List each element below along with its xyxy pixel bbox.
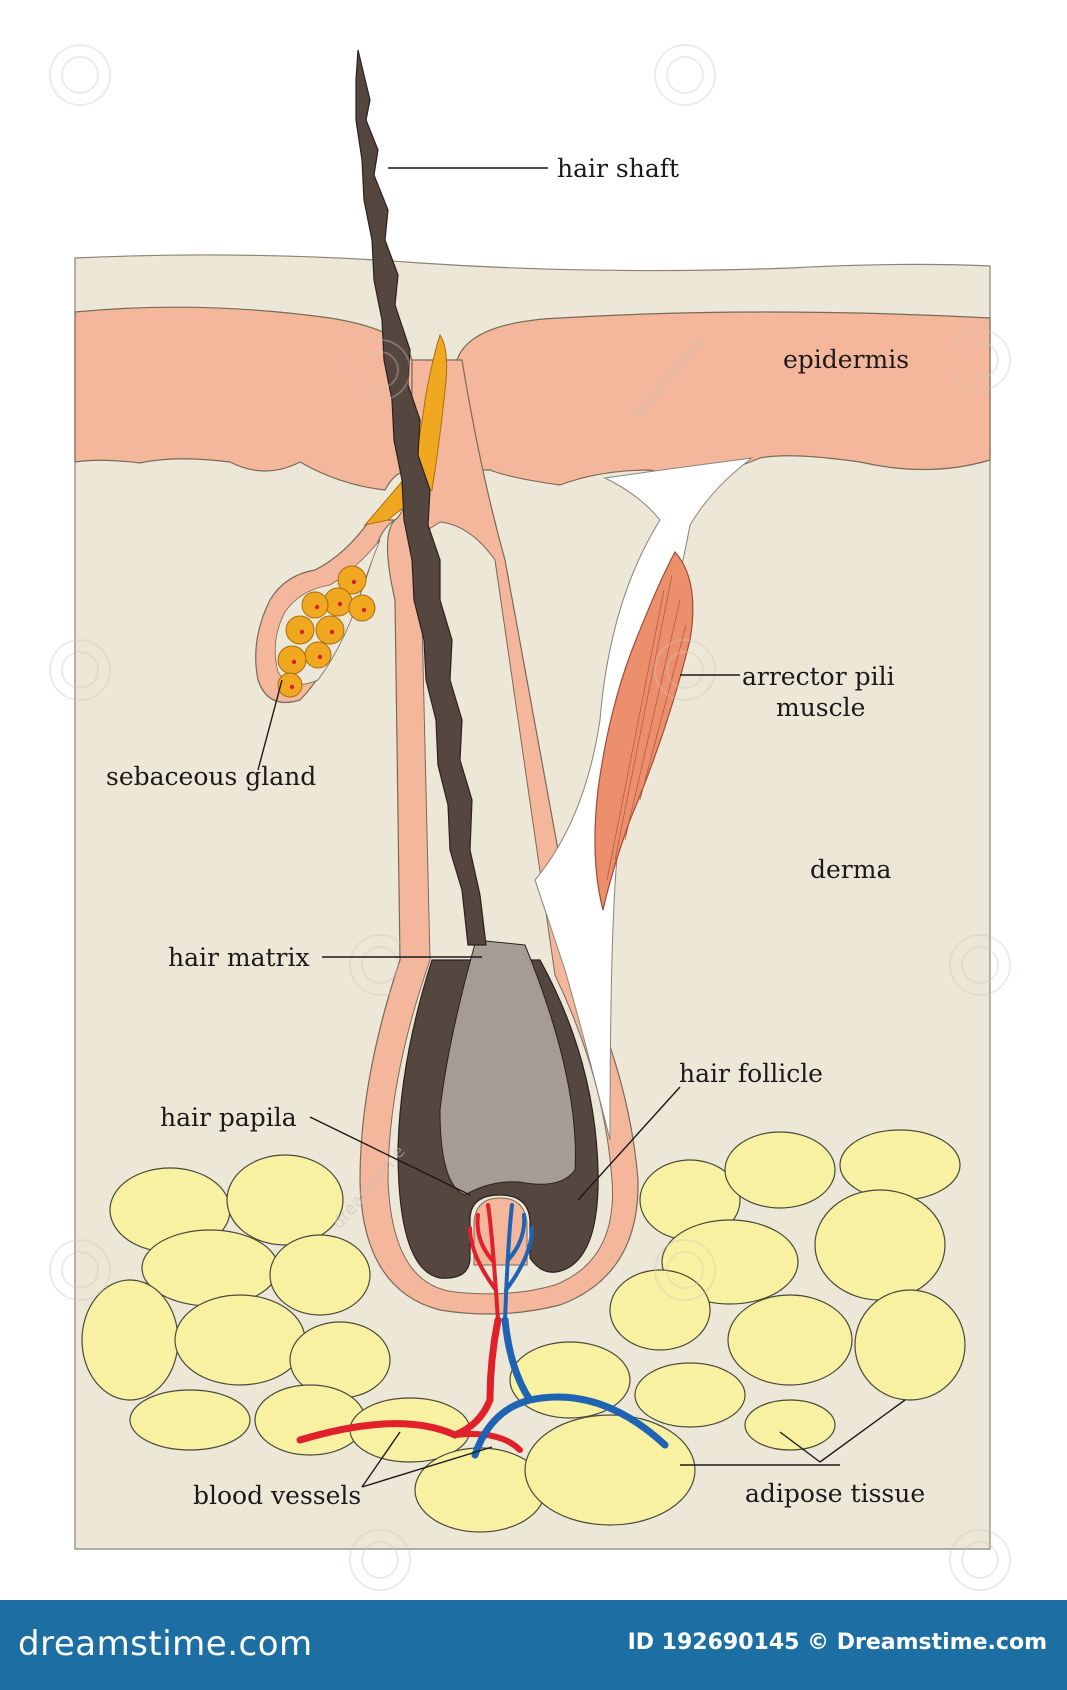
label-hair-follicle: hair follicle — [679, 1059, 823, 1088]
vein — [471, 1316, 669, 1459]
blood-vessels — [296, 1203, 669, 1459]
label-arrector-pili: arrector pili — [742, 662, 895, 691]
arrector-pili-tendon — [534, 457, 754, 1141]
footer-brand[interactable]: dreamstime.com — [18, 1624, 313, 1664]
footer-bar: dreamstime.com ID 192690145 © Dreamstime… — [0, 1600, 1067, 1690]
artery-branch — [452, 1431, 523, 1453]
footer-image-id: ID 192690145 © Dreamstime.com — [627, 1630, 1047, 1655]
arrector-pili-muscle — [594, 550, 694, 911]
muscle-fibers — [606, 574, 687, 881]
watermarks — [49, 44, 1011, 1591]
hair-shaft — [355, 49, 487, 946]
label-epidermis: epidermis — [783, 345, 909, 374]
vein-capillaries — [503, 1203, 534, 1322]
label-arrector-pili-muscle: muscle — [776, 693, 865, 722]
leader-lines — [257, 167, 906, 1488]
sebum-cell-nuclei — [289, 579, 367, 690]
label-hair-matrix: hair matrix — [168, 943, 310, 972]
label-blood-vessels: blood vessels — [193, 1481, 361, 1510]
adipose-tissue — [81, 1129, 966, 1533]
hair-anatomy-diagram: dreamstime dreamstime hair shaft epiderm… — [49, 44, 1011, 1591]
label-sebaceous-gland: sebaceous gland — [106, 762, 316, 791]
epidermis-layer-left — [74, 306, 413, 491]
sebum-cells — [277, 565, 376, 698]
hair-papilla — [473, 1197, 528, 1266]
artery — [296, 1316, 502, 1444]
label-hair-shaft: hair shaft — [557, 154, 679, 183]
epidermis-layer-right — [456, 311, 991, 486]
artery-capillaries — [468, 1203, 500, 1322]
hair-matrix — [439, 939, 576, 1196]
label-hair-papila: hair papila — [160, 1103, 297, 1132]
label-derma: derma — [810, 855, 891, 884]
label-adipose-tissue: adipose tissue — [745, 1479, 925, 1508]
